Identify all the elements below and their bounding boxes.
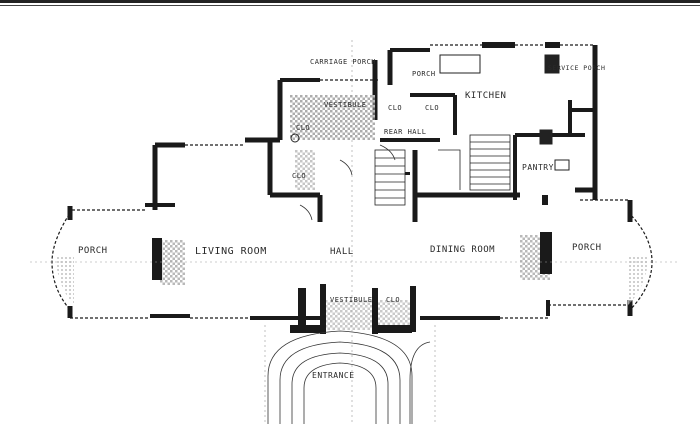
label-porch-top: PORCH [412, 70, 436, 78]
label-porch-right: PORCH [572, 243, 602, 253]
label-living-room: LIVING ROOM [195, 246, 267, 257]
room-labels: CARRIAGE PORCH PORCH KITCHEN SERVICE POR… [78, 58, 605, 380]
label-dining-room: DINING ROOM [430, 245, 495, 255]
entrance-steps [267, 330, 431, 424]
label-clo-3: CLO [296, 124, 310, 132]
label-clo-1: CLO [388, 104, 402, 112]
stairs [374, 134, 511, 206]
label-porch-left: PORCH [78, 246, 108, 256]
label-clo-4: CLO [292, 172, 306, 180]
label-service-porch: SERVICE PORCH [548, 64, 605, 72]
label-pantry: PANTRY [522, 163, 554, 172]
label-hall: HALL [330, 247, 354, 257]
floor-textures [56, 95, 648, 330]
label-vestibule-front: VESTIBULE [330, 296, 372, 304]
label-kitchen: KITCHEN [465, 91, 506, 101]
top-border [0, 0, 700, 3]
label-clo-front: CLO [386, 296, 400, 304]
dimension-lines [30, 40, 680, 424]
door-swings [299, 144, 396, 221]
label-clo-2: CLO [425, 104, 439, 112]
label-vestibule-rear: VESTIBULE [324, 101, 366, 109]
label-rear-hall: REAR HALL [384, 128, 426, 136]
label-carriage-porch: CARRIAGE PORCH [310, 58, 376, 66]
entrance-walls [290, 284, 416, 334]
kitchen-fixtures [290, 54, 570, 171]
label-entrance: ENTRANCE [312, 371, 355, 380]
